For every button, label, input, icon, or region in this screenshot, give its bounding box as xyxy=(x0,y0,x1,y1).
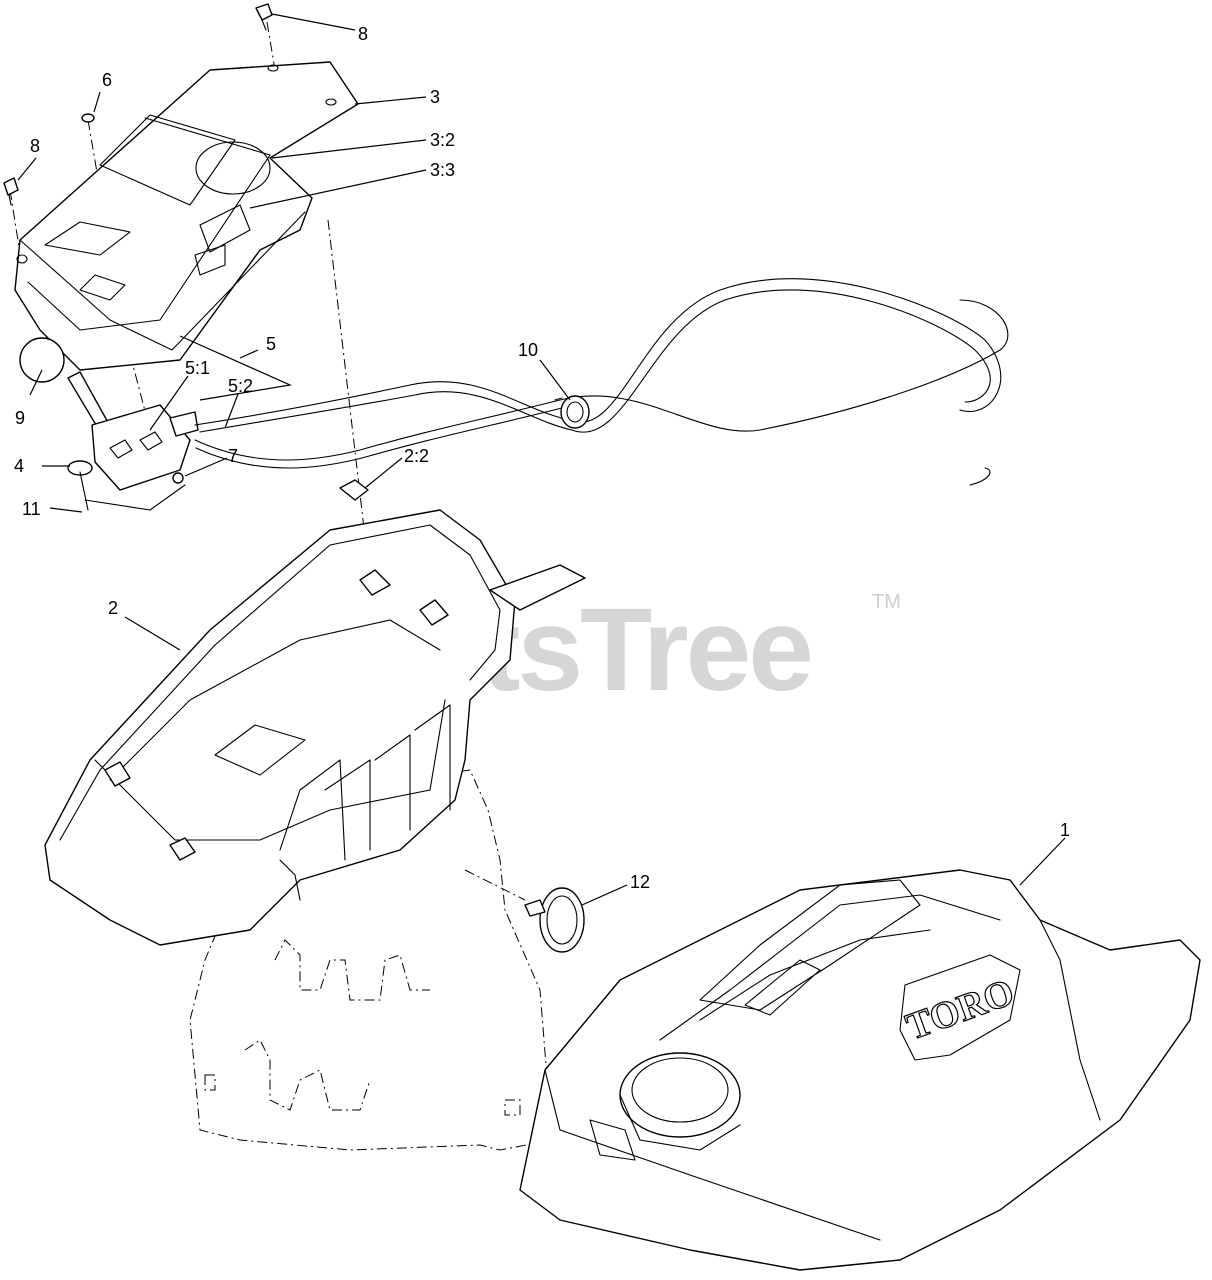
hood-cover: TORO xyxy=(519,869,1201,1271)
callout-2-2: 2:2 xyxy=(404,446,429,466)
callout-10: 10 xyxy=(518,340,538,360)
leader-lines xyxy=(17,13,1066,906)
clip-10 xyxy=(554,395,590,429)
callout-3-2: 3:2 xyxy=(430,130,455,150)
clamp-12 xyxy=(524,887,585,953)
callout-labels: 8 3 3:2 3:3 6 8 5 5:1 5:2 9 4 7 11 10 2:… xyxy=(14,24,1070,892)
callout-5-1: 5:1 xyxy=(185,358,210,378)
callout-5-2: 5:2 xyxy=(228,376,253,396)
bolt-8-left xyxy=(3,177,19,206)
callout-1: 1 xyxy=(1060,820,1070,840)
callout-8-top: 8 xyxy=(358,24,368,44)
callout-9: 9 xyxy=(15,408,25,428)
callout-11: 11 xyxy=(22,499,41,519)
plug-6 xyxy=(81,113,95,123)
console-housing xyxy=(44,509,586,946)
callout-3-3: 3:3 xyxy=(430,160,455,180)
callout-8-left: 8 xyxy=(30,136,40,156)
callout-5: 5 xyxy=(266,334,276,354)
callout-12: 12 xyxy=(630,872,650,892)
callout-7: 7 xyxy=(228,446,238,466)
callout-3: 3 xyxy=(430,87,440,107)
callout-4: 4 xyxy=(14,456,24,476)
callout-6: 6 xyxy=(102,70,112,90)
control-panel xyxy=(14,61,359,371)
control-lever-5 xyxy=(67,371,199,511)
watermark-trademark: TM xyxy=(872,591,901,613)
bolt-8-top xyxy=(255,3,273,31)
nut-2-2 xyxy=(339,479,369,501)
knob-9 xyxy=(19,337,65,383)
control-cable xyxy=(194,278,1002,426)
hidden-panel-outline xyxy=(189,769,553,1151)
callout-2: 2 xyxy=(108,598,118,618)
